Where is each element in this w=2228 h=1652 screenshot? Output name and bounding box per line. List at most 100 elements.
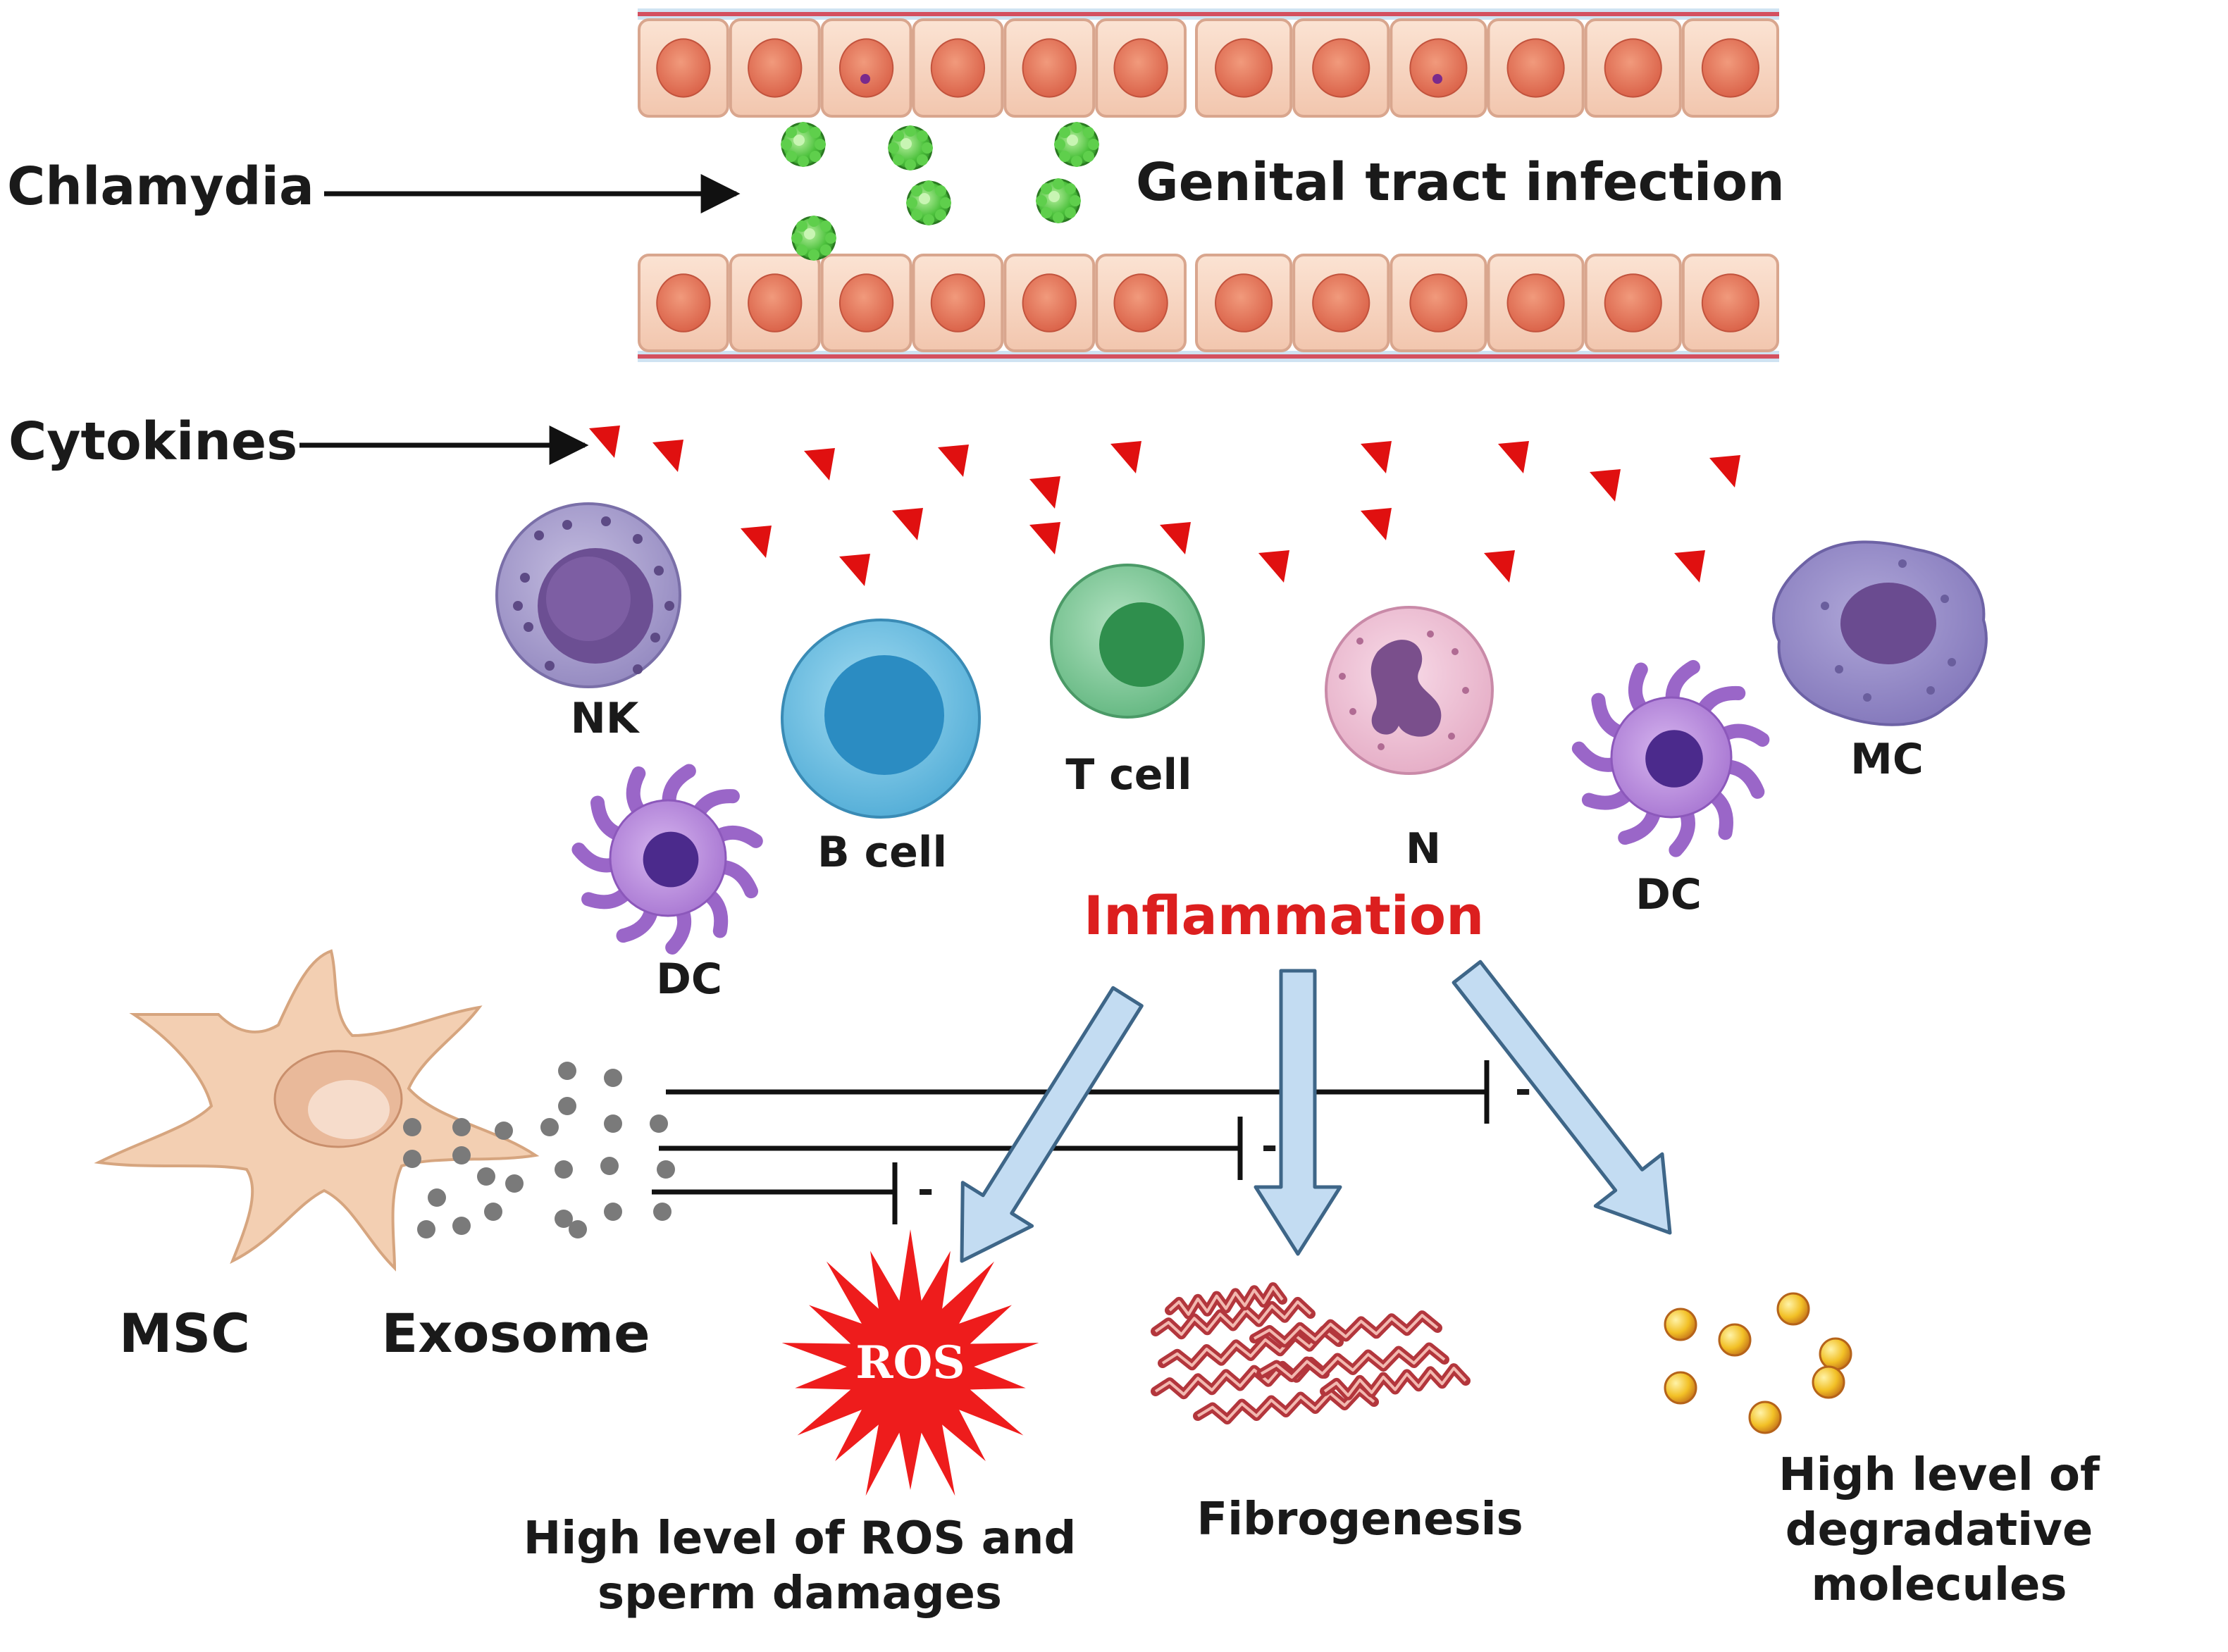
macrophage-granule: [1948, 658, 1956, 666]
macrophage-granule: [1863, 693, 1871, 702]
inhibit-symbol-fibrogenesis: -: [1261, 1124, 1278, 1169]
neutrophil-granule: [1448, 733, 1455, 740]
cytokine-marker: [1029, 476, 1060, 509]
b-cell: [781, 619, 981, 819]
chlamydia-label: Chlamydia: [7, 156, 314, 217]
neutrophil-granule: [1339, 673, 1346, 680]
fiber-highlight: [1323, 1367, 1467, 1397]
mc-label: MC: [1850, 735, 1924, 784]
epithelium-bottom-layer: [638, 254, 1779, 362]
macrophage-granule: [1821, 602, 1829, 610]
macrophage-cell: [1772, 540, 1988, 726]
cytokine-marker: [741, 526, 772, 558]
nk-granule: [633, 664, 643, 674]
exosome-dot: [403, 1150, 421, 1168]
cytokine-marker: [804, 448, 835, 480]
chlamydia-bump: [934, 185, 946, 197]
epithelial-nucleus: [838, 38, 894, 98]
chlamydia-bump: [809, 127, 821, 139]
exosome-dot: [403, 1118, 421, 1136]
epithelial-nucleus: [1113, 38, 1168, 98]
exosome-dot: [452, 1217, 471, 1235]
chlamydia-bump: [791, 232, 803, 244]
exosome-dot: [569, 1220, 587, 1238]
chlamydia-highlight: [919, 193, 930, 204]
chlamydia-bump: [888, 142, 899, 154]
exosome-dot: [657, 1160, 675, 1179]
fiber-highlight: [1254, 1314, 1439, 1344]
chlamydia-highlight: [804, 228, 815, 240]
epithelial-nucleus: [930, 273, 986, 333]
chlamydia-bump: [815, 139, 826, 150]
inhibit-symbol-degradative: -: [1515, 1067, 1532, 1113]
degradative-label: High level of degradative molecules: [1778, 1449, 2100, 1612]
nk-granule: [650, 633, 660, 642]
cytokine-marker: [1484, 550, 1515, 583]
chlamydia-bump: [1059, 150, 1071, 162]
cytokines-label: Cytokines: [8, 411, 298, 472]
exosome-dot: [604, 1114, 622, 1133]
epithelial-nucleus: [1701, 38, 1759, 98]
chlamydia-bump: [1053, 178, 1064, 190]
cytokine-marker: [589, 426, 620, 458]
nk-granule: [520, 573, 530, 583]
degradative-particle: [1776, 1292, 1810, 1326]
chlamydia-bump: [1082, 150, 1094, 162]
t-cell-label: T cell: [1065, 750, 1192, 800]
chlamydia-highlight: [1048, 191, 1060, 202]
exosome-dot: [650, 1114, 668, 1133]
exosome-dot: [505, 1174, 524, 1193]
cytokine-marker: [1674, 550, 1705, 583]
arrow-to-ros: [960, 986, 1144, 1263]
cytokine-marker: [1709, 455, 1740, 487]
nk-granule: [562, 520, 572, 530]
cytokine-marker: [1590, 469, 1621, 502]
epithelial-nucleus: [838, 273, 894, 333]
ros-badge-text: ROS: [855, 1336, 965, 1389]
inflammation-arrows: [960, 959, 1672, 1263]
dc-right-label: DC: [1635, 870, 1702, 919]
epithelial-nucleus: [1701, 273, 1759, 333]
fiber-highlight: [1261, 1346, 1446, 1379]
cytokine-marker: [938, 445, 969, 477]
arrow-to-degradative: [1452, 959, 1672, 1235]
exosome-dot: [477, 1167, 495, 1186]
chlamydia-bump: [808, 216, 819, 227]
chlamydia-bump: [819, 244, 831, 256]
epithelial-nucleus: [1409, 38, 1468, 98]
degradative-particles: [1664, 1292, 1852, 1434]
chlamydia-bump: [1064, 183, 1076, 195]
epithelial-nucleus: [1604, 38, 1662, 98]
chlamydia-bump: [1082, 127, 1094, 139]
degradative-particle: [1664, 1371, 1697, 1405]
fiber-highlight: [1161, 1329, 1340, 1367]
nk-granule: [601, 516, 611, 526]
dendritic-cell-right: [1571, 659, 1770, 857]
dendritic-cell-left: [571, 764, 763, 955]
chlamydia-bump: [1053, 212, 1064, 223]
exosome-dot: [555, 1210, 573, 1228]
epithelial-nucleus: [1215, 273, 1273, 333]
chlamydia-bump: [923, 214, 934, 225]
cytokine-marker: [1361, 508, 1392, 540]
chlamydia-bump: [1088, 139, 1099, 150]
chlamydia-bump: [825, 232, 836, 244]
chlamydia-bump: [911, 185, 923, 197]
exosome-dot: [555, 1160, 573, 1179]
nucleus-dot: [1432, 74, 1442, 84]
neutrophil-granule: [1349, 708, 1356, 715]
chlamydia-bump: [923, 180, 934, 192]
dc-nucleus: [1645, 730, 1703, 788]
chlamydia-bump: [893, 130, 905, 142]
nk-granule: [633, 534, 643, 544]
cytokine-marker: [1258, 550, 1289, 583]
cytokine-marker: [1361, 441, 1392, 473]
msc-label: MSC: [118, 1302, 251, 1365]
chlamydia-bump: [934, 209, 946, 221]
inflammation-label: Inflammation: [1083, 884, 1485, 947]
genital-tract-infection-label: Genital tract infection: [1136, 152, 1785, 213]
macrophage-granule: [1835, 665, 1843, 673]
exosome-dot: [484, 1203, 502, 1221]
neutrophil-granule: [1452, 648, 1459, 655]
